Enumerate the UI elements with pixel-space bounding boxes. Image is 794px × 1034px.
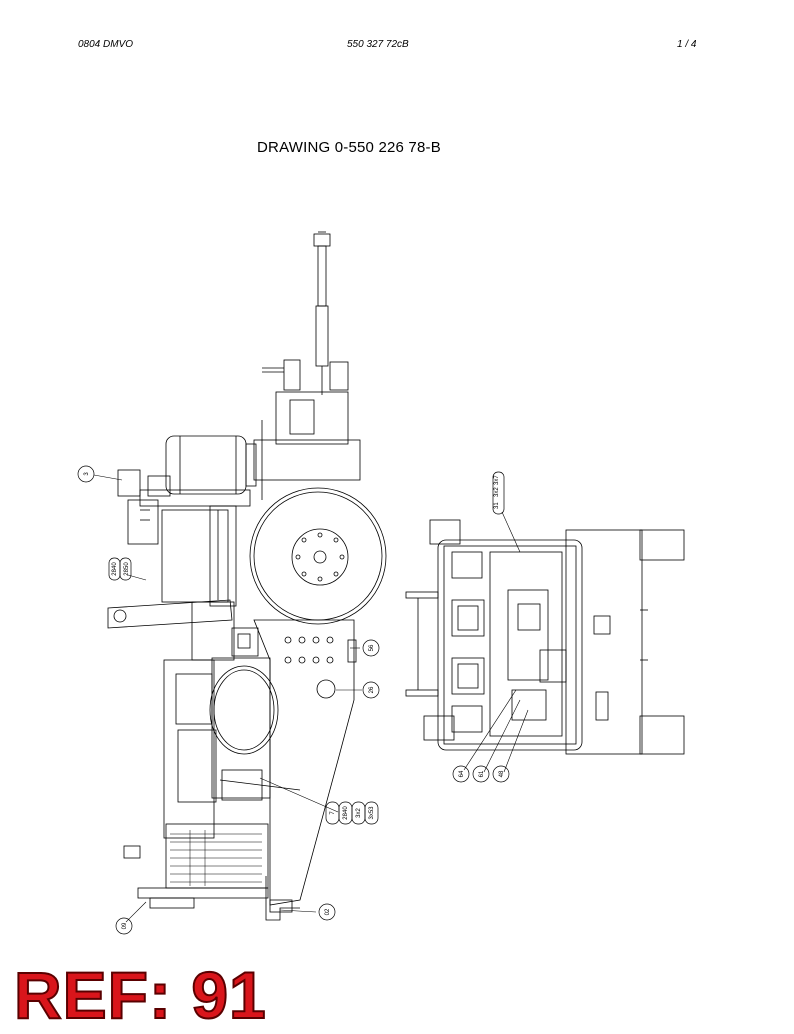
callout-3: 3 [84,472,90,476]
callout-26: 26 [369,686,375,693]
callout-2850: 2850 [124,562,130,576]
callouts [77,465,510,935]
callout-31: 31 [494,502,500,509]
drawing-title: DRAWING 0-550 226 78-B [257,139,441,156]
callout-3x2: 3x2 [494,487,500,497]
callout-56: 56 [369,644,375,651]
ref-stamp: REF: 91 [13,958,267,1032]
callout-3y: 3x53 [369,806,375,820]
callout-7: 7 [330,811,336,815]
callout-7a: 2840 [343,806,349,820]
callout-3x7: 3x7 [494,475,500,485]
callout-2840: 2840 [112,562,118,576]
header-doc-code: 0804 DMVO [78,39,134,50]
callout-02: 02 [325,908,331,915]
radiator-grille [170,830,262,886]
callout-3x: 3x2 [356,808,362,818]
callout-64: 64 [459,770,465,777]
side-view [107,231,387,921]
header-part-number: 550 327 72cB [347,39,409,50]
callout-09: 09 [122,922,128,929]
top-view [405,519,685,755]
header-page-number: 1 / 4 [677,39,697,50]
callout-48: 48 [499,770,505,777]
callout-61: 61 [479,770,485,777]
leader-lines [93,474,529,923]
callout-labels: 3 2840 2850 56 26 7 2840 3x2 3x53 02 09 … [84,472,505,930]
